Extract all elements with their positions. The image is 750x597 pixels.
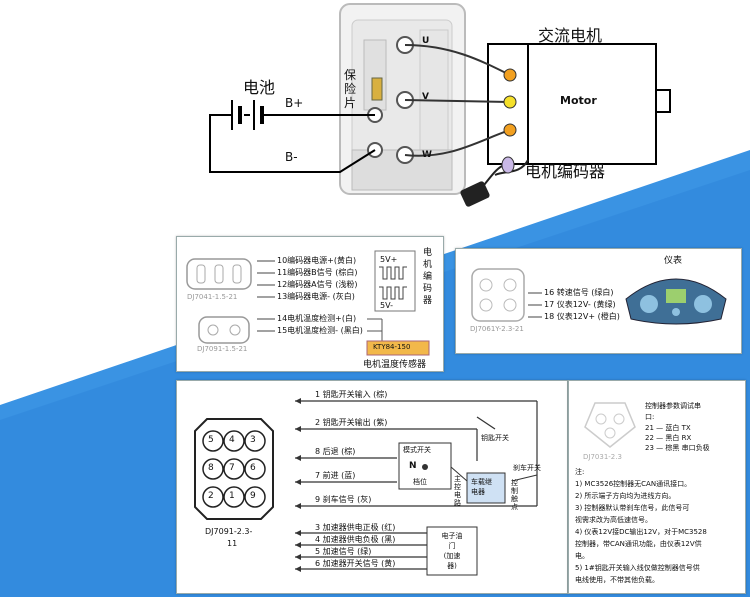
wave-bottom-label: 5V- bbox=[380, 301, 393, 310]
encoder-pin-12: 12编码器A信号 (浅粉) bbox=[277, 280, 358, 289]
motor-box-label: Motor bbox=[560, 94, 597, 107]
notes-title: 注: bbox=[575, 468, 585, 476]
wire-2: 2 钥匙开关输出 (紫) bbox=[315, 418, 388, 427]
battery-label: 电池 bbox=[243, 78, 276, 97]
pin-6: 6 bbox=[250, 463, 256, 473]
wire-9: 9 刹车信号 (灰) bbox=[315, 495, 372, 504]
wire-3: 3 加速器供电正极 (红) bbox=[315, 523, 396, 532]
encoder-pin-13: 13编码器电源- (灰白) bbox=[277, 292, 355, 301]
note-4b: 控制器，带CAN通讯功能，由仪表12V供 bbox=[575, 540, 702, 548]
control-contact-label: 控制触点 bbox=[511, 479, 518, 511]
note-3: 3) 控制器默认带刹车信号，此信号可 bbox=[575, 504, 690, 512]
b-plus-label: B+ bbox=[285, 96, 304, 110]
terminal-w-label: W bbox=[422, 150, 432, 160]
pin-7: 7 bbox=[229, 463, 235, 473]
main-connector-label-2: 11 bbox=[227, 539, 238, 548]
small-labels: 主控电路 bbox=[454, 475, 461, 507]
wire-7: 7 前进 (蓝) bbox=[315, 471, 356, 480]
wave-top-label: 5V+ bbox=[380, 255, 398, 264]
note-3b: 视需求改为高低速信号。 bbox=[575, 516, 652, 524]
encoder-pin-15: 15电机温度检测- (黑白) bbox=[277, 326, 363, 335]
encoder-panel-graphics bbox=[186, 250, 430, 356]
wire-6: 6 加速器开关信号 (黄) bbox=[315, 559, 396, 568]
mode-n-label: N bbox=[409, 461, 417, 471]
mode-switch-label: 模式开关 bbox=[403, 446, 431, 454]
meter-pin-16: 16 转速信号 (绿白) bbox=[544, 288, 614, 297]
meter-pin-18: 18 仪表12V+ (橙白) bbox=[544, 312, 620, 321]
note-1: 1) MC3526控制器无CAN通讯接口。 bbox=[575, 480, 692, 488]
wire-8: 8 后退 (棕) bbox=[315, 447, 356, 456]
fuse-label: 保险片 bbox=[344, 68, 357, 110]
main-wiring-panel: 5 4 3 8 7 6 2 1 9 DJ7091-2.3- 11 1 钥匙开关输… bbox=[176, 380, 568, 594]
wire-5: 5 加速信号 (绿) bbox=[315, 547, 372, 556]
terminal-u-label: U bbox=[422, 36, 430, 46]
debug-notes-panel: 控制器参数调试串 口: 21 — 蓝白 TX 22 — 黑白 RX 23 — 棕… bbox=[568, 380, 746, 594]
ac-motor-label: 交流电机 bbox=[538, 26, 603, 45]
terminal-v-label: V bbox=[422, 92, 429, 102]
throttle-label: 电子油门(加速器) bbox=[441, 532, 463, 570]
encoder-side-label: 电机编码器 bbox=[423, 248, 433, 306]
note-2: 2) 所示端子方向均为进线方向。 bbox=[575, 492, 676, 500]
pin-3: 3 bbox=[250, 435, 256, 445]
encoder-label: 电机编码器 bbox=[525, 162, 606, 181]
pin-5: 5 bbox=[208, 435, 214, 445]
sensor-model: KTY84-150 bbox=[373, 343, 411, 351]
wire-1: 1 钥匙开关输入 (棕) bbox=[315, 390, 388, 399]
meter-panel: 仪表 16 转速信号 (绿白) 17 仪表12V- (黄绿) 18 仪表12V+… bbox=[455, 248, 742, 354]
meter-pin-17: 17 仪表12V- (黄绿) bbox=[544, 300, 616, 309]
debug-row-21: 21 — 蓝白 TX bbox=[645, 424, 691, 432]
encoder-panel: 10编码器电源+(黄白) 11编码器B信号 (棕白) 12编码器A信号 (浅粉)… bbox=[176, 236, 444, 372]
gear-label: 档位 bbox=[413, 478, 427, 486]
pin-4: 4 bbox=[229, 435, 235, 445]
meter-title: 仪表 bbox=[664, 256, 683, 266]
debug-row-23: 23 — 棕黑 串口负极 bbox=[645, 444, 710, 452]
top-wiring-diagram bbox=[209, 3, 671, 207]
debug-title: 控制器参数调试串 bbox=[645, 402, 701, 410]
key-switch-label: 钥匙开关 bbox=[481, 434, 509, 442]
sensor-caption: 电机温度传感器 bbox=[363, 360, 427, 370]
note-4: 4) 仪表12V接DC输出12V，对于MC3528 bbox=[575, 528, 707, 536]
wire-4: 4 加速器供电负极 (黑) bbox=[315, 535, 396, 544]
pin-8: 8 bbox=[208, 463, 214, 473]
debug-row-22: 22 — 黑白 RX bbox=[645, 434, 692, 442]
pin-9: 9 bbox=[250, 491, 256, 501]
debug-connector-graphics bbox=[584, 402, 636, 448]
relay-label: 车载继电器 bbox=[471, 478, 492, 496]
note-5: 5) 1#钥匙开关输入线仅做控制器信号供 bbox=[575, 564, 700, 572]
main-wiring-graphics bbox=[194, 398, 538, 576]
debug-connector-label: DJ7031-2.3 bbox=[583, 453, 622, 461]
b-minus-label: B- bbox=[285, 150, 298, 164]
note-5b: 电线使用，不带其他负载。 bbox=[575, 576, 659, 584]
encoder-connector-label-1: DJ7041-1.5-21 bbox=[187, 293, 238, 301]
brake-switch-label: 刹车开关 bbox=[513, 464, 541, 472]
pin-1: 1 bbox=[229, 491, 235, 501]
encoder-pin-14: 14电机温度检测+(白) bbox=[277, 314, 357, 323]
main-connector-label-1: DJ7091-2.3- bbox=[205, 527, 253, 536]
meter-panel-graphics bbox=[471, 268, 727, 325]
encoder-pin-10: 10编码器电源+(黄白) bbox=[277, 256, 357, 265]
meter-connector-label: DJ7061Y-2.3-21 bbox=[470, 325, 524, 333]
encoder-pin-11: 11编码器B信号 (棕白) bbox=[277, 268, 358, 277]
encoder-connector-label-2: DJ7091-1.5-21 bbox=[197, 345, 248, 353]
pin-2: 2 bbox=[208, 491, 214, 501]
debug-subtitle: 口: bbox=[645, 413, 655, 421]
note-4c: 电。 bbox=[575, 552, 589, 560]
